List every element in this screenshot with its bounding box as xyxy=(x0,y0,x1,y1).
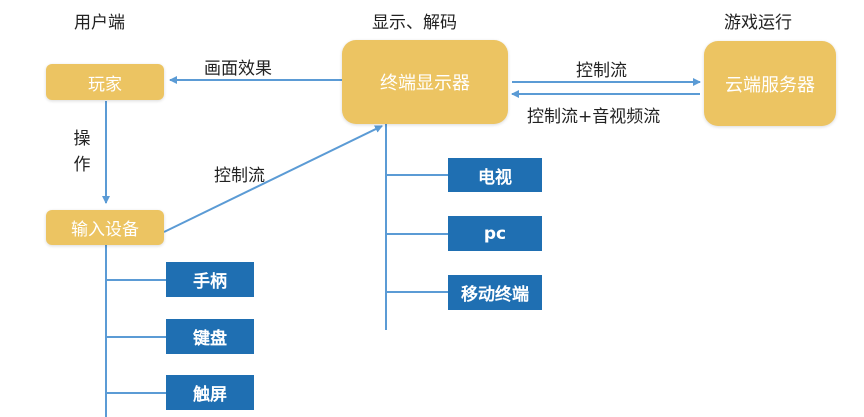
terminal-tv: 电视 xyxy=(448,158,542,192)
device-gamepad: 手柄 xyxy=(166,262,254,297)
input-control-arrow xyxy=(163,125,383,233)
terminal-pc: pc xyxy=(448,216,542,251)
label-input-control: 控制流 xyxy=(214,166,265,186)
label-operate-2: 作 xyxy=(73,155,91,175)
node-cloud: 云端服务器 xyxy=(704,41,836,126)
terminal-mobile: 移动终端 xyxy=(448,275,542,310)
header-game: 游戏运行 xyxy=(724,13,792,33)
label-effect: 画面效果 xyxy=(204,59,272,79)
device-touchscreen: 触屏 xyxy=(166,375,254,410)
label-operate-1: 操 xyxy=(73,129,91,149)
node-input: 输入设备 xyxy=(46,210,164,245)
node-player: 玩家 xyxy=(46,64,164,100)
device-keyboard: 键盘 xyxy=(166,319,254,354)
header-display: 显示、解码 xyxy=(372,13,457,33)
header-user: 用户端 xyxy=(74,13,125,33)
label-control-left: 控制流+音视频流 xyxy=(527,107,661,127)
node-terminal: 终端显示器 xyxy=(342,40,508,124)
label-control-right: 控制流 xyxy=(576,61,627,81)
